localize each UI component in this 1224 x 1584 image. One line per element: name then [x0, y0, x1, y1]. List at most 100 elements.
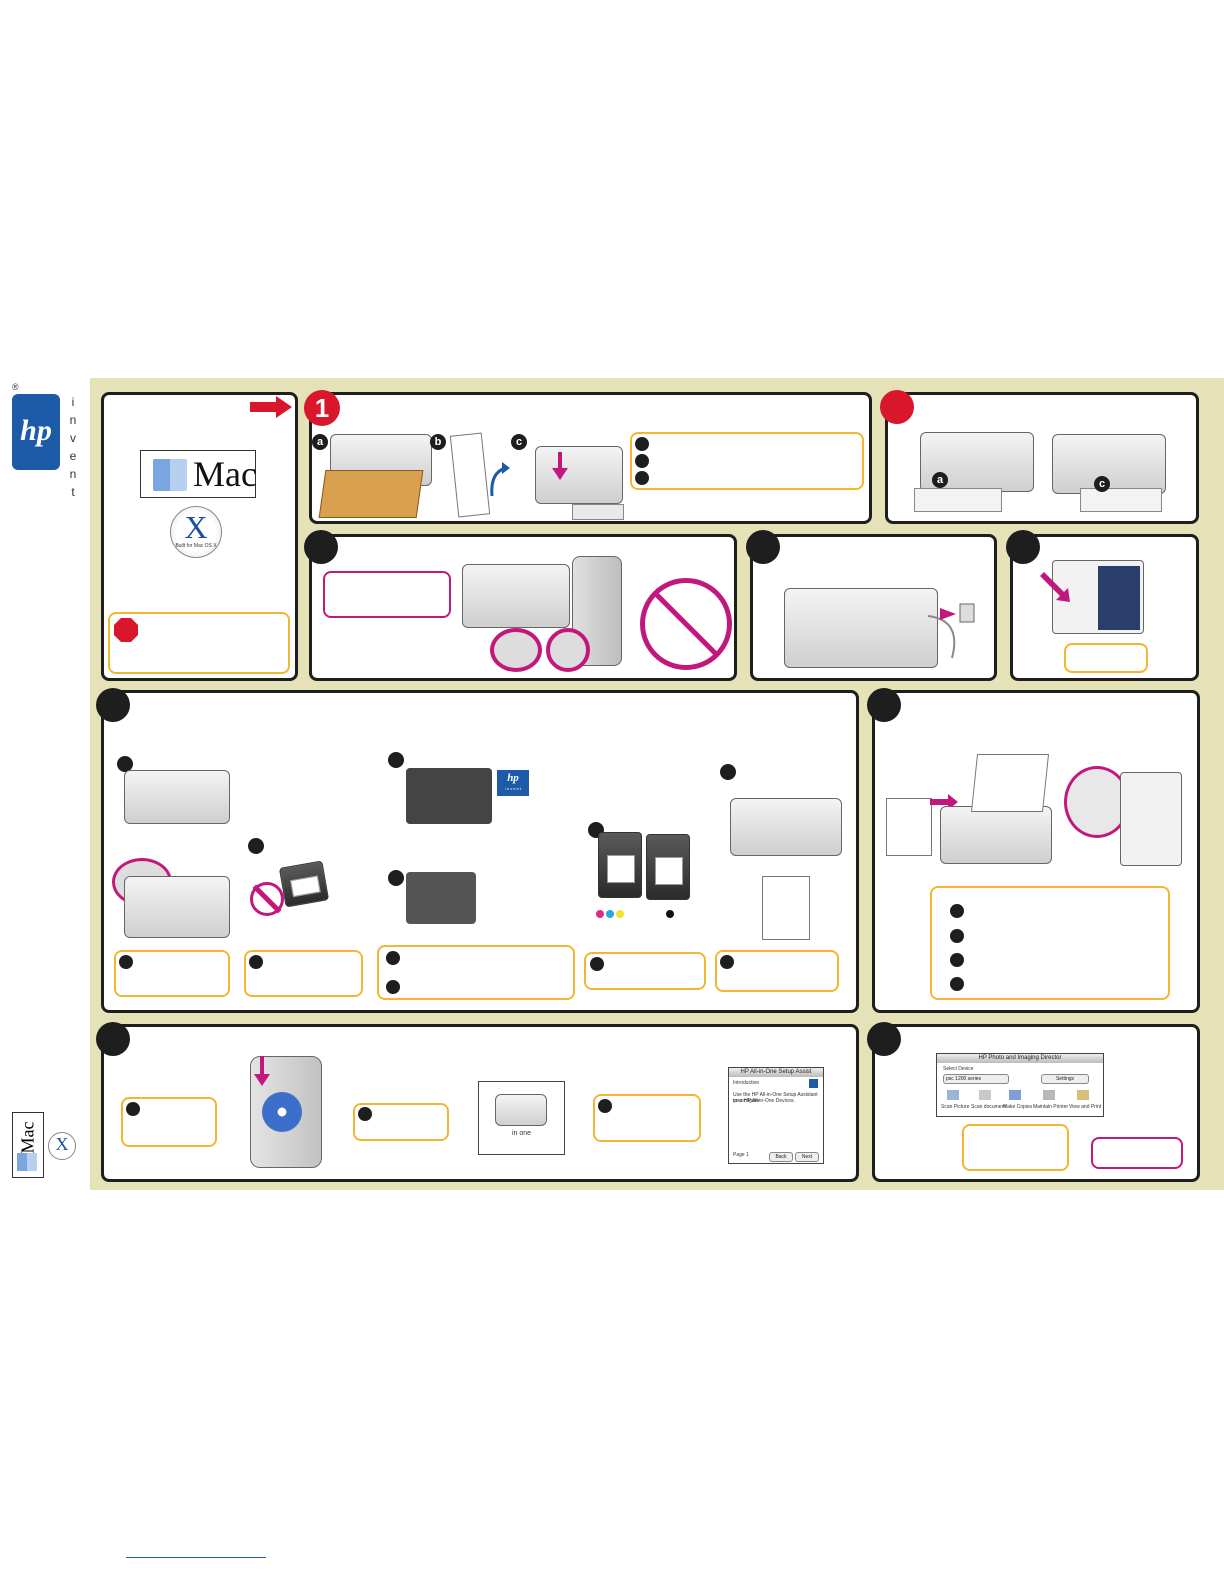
printer-carriage-illustration — [124, 876, 230, 938]
output-tray-illustration — [572, 504, 624, 520]
bullet — [950, 953, 964, 967]
device-select[interactable]: psc 1200 series — [943, 1074, 1009, 1084]
down-arrow-icon — [552, 452, 568, 480]
window-title: HP All-in-One Setup Assist — [729, 1068, 823, 1077]
finder-icon — [153, 459, 187, 491]
step2-sub-c: c — [1094, 476, 1110, 492]
scan-document-button[interactable]: Scan document — [971, 1104, 1006, 1110]
step8-badge — [96, 1022, 130, 1056]
all-in-one-icon[interactable] — [495, 1094, 547, 1126]
cyan-swatch — [606, 910, 614, 918]
scan-picture-icon — [947, 1090, 959, 1100]
installer-text-1: Use the HP All-in-One Setup Assistant to… — [733, 1092, 818, 1104]
printer-rear-power-illustration — [784, 588, 938, 668]
step6-callout-b — [244, 950, 363, 997]
step1-sub-a: a — [312, 434, 328, 450]
step1-bullet-b — [635, 454, 649, 468]
stop-sign-icon — [114, 618, 138, 642]
step6-callout-e — [584, 952, 706, 990]
maintain-printer-icon — [1043, 1090, 1055, 1100]
usb-port-zoom-illustration — [490, 628, 542, 672]
view-print-button[interactable]: View and Print — [1069, 1104, 1102, 1110]
printer-open-door-illustration — [124, 770, 230, 824]
side-mac-badge: Mac — [12, 1112, 44, 1178]
step6-sub-f — [720, 764, 736, 780]
installer-heading: Introduction — [733, 1080, 760, 1086]
bullet — [950, 977, 964, 991]
pointing-arrow-icon — [1040, 572, 1070, 602]
step1-bullet-a — [635, 437, 649, 451]
alignment-page-illustration — [762, 876, 810, 940]
settings-dropdown[interactable]: Settings — [1041, 1074, 1089, 1084]
step7-badge — [867, 688, 901, 722]
step6-callout-f — [715, 950, 839, 992]
bullet — [590, 957, 604, 971]
step1-callout — [630, 432, 864, 490]
hp-icon — [809, 1079, 818, 1088]
invent-tagline: i n v e n t — [69, 395, 77, 499]
back-button[interactable]: Back — [769, 1152, 793, 1162]
step9-note-callout — [1091, 1137, 1183, 1169]
installer-icon-window: in one — [478, 1081, 565, 1155]
step9-badge — [867, 1022, 901, 1056]
control-panel-2-illustration — [1120, 772, 1182, 866]
step2-badge — [880, 390, 914, 424]
power-cord-icon — [927, 603, 975, 659]
hp-cartridge-box-illustration: hp i n v e n t — [497, 770, 529, 796]
cartridge-held-illustration — [278, 860, 330, 908]
select-device-label: Select Device — [943, 1066, 974, 1072]
photo-imaging-director-window: HP Photo and Imaging Director Select Dev… — [936, 1053, 1104, 1117]
cartridge-slot-illustration — [406, 768, 492, 824]
bullet — [358, 1107, 372, 1121]
tricolor-cartridge-illustration — [598, 832, 642, 898]
step6-callout-a — [114, 950, 230, 997]
make-copies-button[interactable]: Make Copies — [1003, 1104, 1033, 1110]
next-button[interactable]: Next — [795, 1152, 819, 1162]
bullet — [598, 1099, 612, 1113]
bullet — [249, 955, 263, 969]
step1-badge: 1 — [304, 390, 340, 426]
yellow-swatch — [616, 910, 624, 918]
step6-sub-b — [248, 838, 264, 854]
panel-overlay-illustration — [1098, 566, 1140, 630]
step7-callout — [930, 886, 1170, 1000]
intro-warning-callout — [108, 612, 290, 674]
step5-callout — [1064, 643, 1148, 673]
maintain-printer-button[interactable]: Maintain Printer — [1033, 1104, 1069, 1110]
bullet — [950, 904, 964, 918]
black-swatch — [666, 910, 674, 918]
mac-logo: Mac — [140, 450, 257, 498]
scan-picture-button[interactable]: Scan Picture — [941, 1104, 970, 1110]
cd-disc-illustration — [262, 1092, 302, 1132]
no-keyboard-port-icon — [640, 578, 732, 670]
step1-sub-c: c — [511, 434, 527, 450]
step1-sub-b: b — [430, 434, 446, 450]
step3-warning-callout — [323, 571, 451, 618]
usb-cable-zoom-illustration — [546, 628, 590, 672]
step8-callout-b — [353, 1103, 449, 1141]
installer-page-indicator: Page 1 — [733, 1152, 749, 1158]
side-osx-badge: X — [48, 1132, 76, 1160]
packaging-box-illustration — [318, 470, 424, 518]
right-arrow-icon — [250, 396, 292, 418]
magenta-swatch — [596, 910, 604, 918]
finder-icon — [17, 1153, 37, 1171]
scan-document-icon — [979, 1090, 991, 1100]
scanner-lid-open-illustration — [970, 754, 1050, 812]
step3-badge — [304, 530, 338, 564]
step2-sub-a: a — [932, 472, 948, 488]
paper-tray-illustration — [914, 488, 1002, 512]
hp-logo-text: hp — [20, 414, 52, 447]
step6-sub-c — [388, 752, 404, 768]
footer-rule — [126, 1557, 266, 1558]
paper-tray-2-illustration — [1080, 488, 1162, 512]
setup-assistant-window: HP All-in-One Setup Assist Introduction … — [728, 1067, 824, 1164]
registered-mark: ® — [12, 382, 19, 392]
bullet — [386, 951, 400, 965]
window-title: HP Photo and Imaging Director — [937, 1054, 1103, 1063]
step1-bullet-c — [635, 471, 649, 485]
step6-badge — [96, 688, 130, 722]
make-copies-icon — [1009, 1090, 1021, 1100]
view-print-icon — [1077, 1090, 1089, 1100]
